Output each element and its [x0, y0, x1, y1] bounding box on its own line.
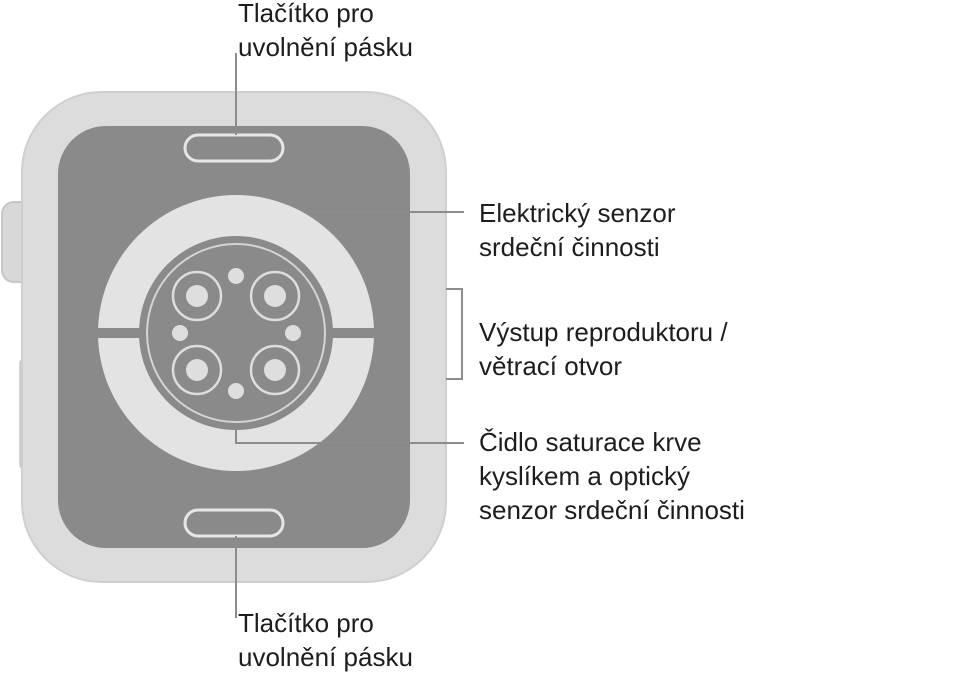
sensor-center-outline [146, 243, 326, 423]
sensor-led [228, 383, 244, 399]
label-optical-sensor: Čidlo saturace krve kyslíkem a optický s… [479, 427, 745, 525]
band-release-button-top [183, 133, 285, 163]
label-band-release-bottom: Tlačítko pro uvolnění pásku [238, 608, 413, 672]
speaker-vent-bracket [446, 288, 463, 380]
leader-line-optical [235, 425, 464, 444]
optical-lens [171, 270, 223, 322]
label-electrical-sensor: Elektrický senzor srdeční činnosti [479, 198, 676, 262]
sensor-center [139, 236, 333, 430]
sensor-led [228, 268, 244, 284]
band-release-button-bottom [183, 508, 285, 538]
optical-lens [249, 270, 301, 322]
sensor-leds [172, 268, 301, 399]
optical-lens [249, 344, 301, 396]
sensor-led [172, 325, 188, 341]
label-speaker-vent: Výstup reproduktoru / větrací otvor [479, 317, 728, 381]
optical-sensor-lenses [171, 270, 301, 396]
label-band-release-top: Tlačítko pro uvolnění pásku [238, 0, 413, 62]
sensor-led [285, 325, 301, 341]
optical-lens [171, 344, 223, 396]
